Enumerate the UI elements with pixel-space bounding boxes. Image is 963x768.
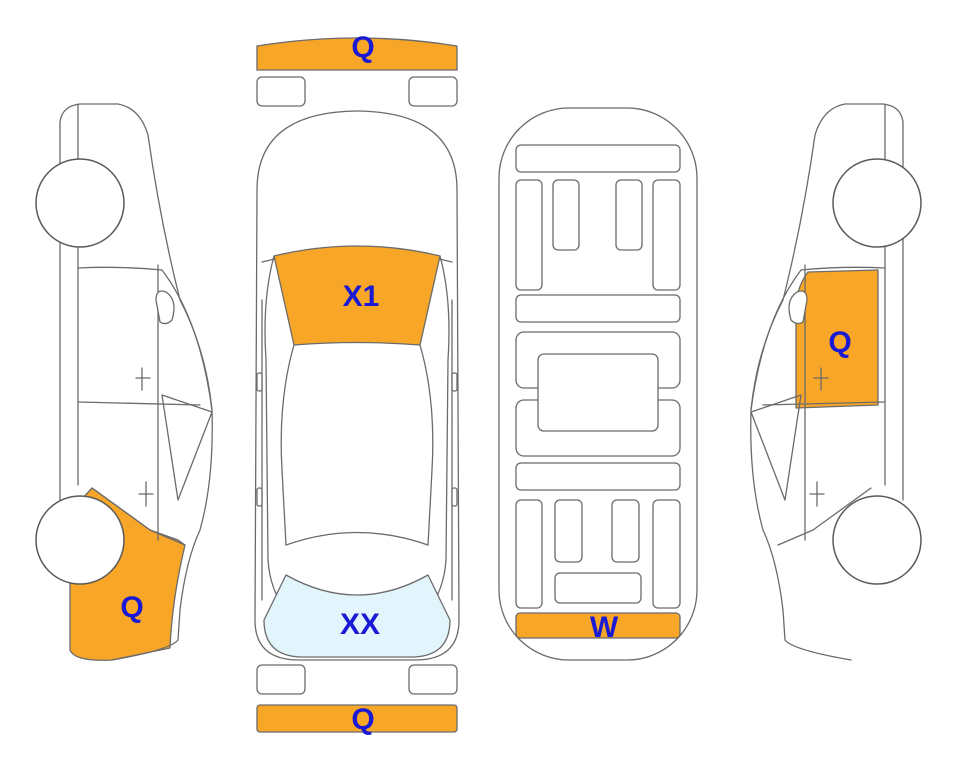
top-body-outline: [254, 110, 460, 661]
rear-bumper[interactable]: [256, 704, 458, 733]
rear-left-light[interactable]: [256, 664, 306, 695]
left-rear-quarter-code: Q: [120, 591, 143, 624]
rear-window[interactable]: [263, 574, 451, 658]
car-top-view: [254, 37, 460, 733]
left-front-wheel[interactable]: [35, 158, 125, 248]
car-left-side-view: [35, 103, 213, 661]
right-rear-door-code: Q: [828, 326, 851, 359]
rear-bumper-code: Q: [351, 703, 374, 736]
car-right-side-view: [750, 103, 922, 661]
underbody-rear-panel[interactable]: [515, 612, 681, 639]
front-left-light[interactable]: [256, 76, 306, 107]
left-rear-wheel[interactable]: [35, 495, 125, 585]
front-bumper-code: Q: [351, 31, 374, 64]
car-underbody-view: [498, 107, 698, 661]
right-front-wheel[interactable]: [832, 158, 922, 248]
windshield-code: X1: [343, 280, 380, 313]
front-right-light[interactable]: [408, 76, 458, 107]
underbody-rear-code: W: [590, 611, 619, 644]
rear-right-light[interactable]: [408, 664, 458, 695]
right-rear-wheel[interactable]: [832, 495, 922, 585]
front-bumper[interactable]: [256, 37, 458, 71]
rear-window-code: XX: [340, 608, 380, 641]
